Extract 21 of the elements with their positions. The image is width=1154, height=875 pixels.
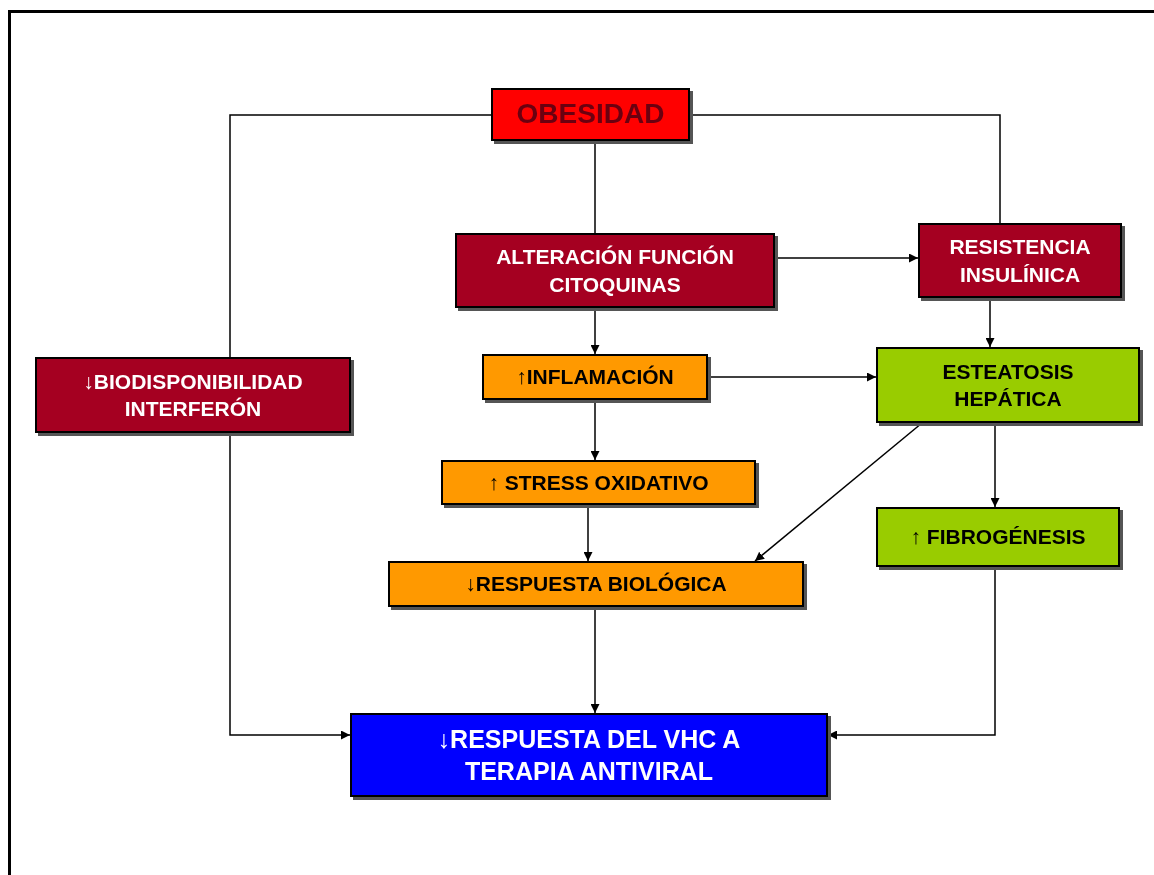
box-label: ↓RESPUESTA DEL VHC A TERAPIA ANTIVIRAL — [436, 723, 742, 787]
box-label: ↓RESPUESTA BIOLÓGICA — [464, 571, 728, 598]
process-box — [441, 460, 756, 505]
process-box — [482, 354, 708, 400]
box-label: ALTERACIÓN FUNCIÓN CITOQUINAS — [495, 244, 735, 298]
box-label: OBESIDAD — [515, 97, 666, 132]
box-label: ↑ STRESS OXIDATIVO — [487, 469, 710, 496]
box-label: RESISTENCIA INSULÍNICA — [948, 234, 1092, 288]
process-box — [876, 507, 1120, 567]
connector-line — [229, 114, 492, 358]
process-box — [876, 347, 1140, 423]
box-label: ↑ FIBROGÉNESIS — [909, 524, 1087, 551]
process-box — [455, 233, 775, 308]
process-box — [491, 88, 690, 141]
process-box — [918, 223, 1122, 298]
process-box — [35, 357, 351, 433]
box-label: ESTEATOSIS HEPÁTICA — [941, 358, 1075, 412]
process-box — [388, 561, 804, 607]
box-label: ↑INFLAMACIÓN — [515, 364, 675, 391]
process-box — [350, 713, 828, 797]
box-label: ↓BIODISPONIBILIDAD INTERFERÓN — [82, 368, 304, 422]
